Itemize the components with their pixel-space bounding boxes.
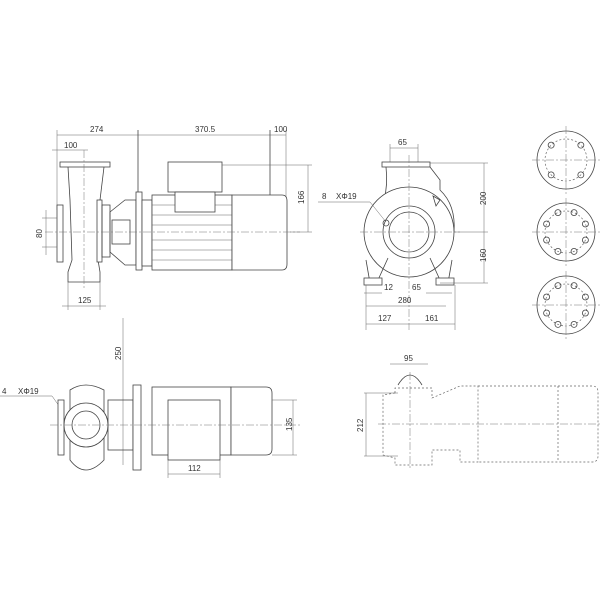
bolt-hole — [554, 248, 562, 255]
holes-note-dia: XΦ19 — [18, 387, 39, 396]
dim-160: 160 — [479, 248, 488, 262]
bolt-hole — [570, 282, 578, 289]
bolt-hole — [543, 220, 550, 228]
holes-note-count: 8 — [322, 192, 327, 201]
bolt-hole — [570, 321, 578, 328]
bolt-hole — [577, 171, 585, 179]
bolt-circle — [544, 283, 588, 327]
bolt-hole — [570, 209, 578, 216]
dim-100-right: 100 — [274, 125, 288, 134]
dim-12: 12 — [384, 283, 393, 292]
bolt-hole — [554, 209, 562, 216]
bolt-hole — [547, 171, 555, 179]
outline-view: 95 212 — [356, 354, 600, 470]
top-view: 250 4 XΦ19 135 112 — [0, 318, 300, 478]
bolt-circle — [544, 138, 588, 182]
bolt-hole — [547, 141, 555, 149]
dim-280: 280 — [398, 296, 412, 305]
dim-200: 200 — [479, 191, 488, 205]
dim-95: 95 — [404, 354, 413, 363]
dim-125: 125 — [78, 296, 92, 305]
dim-127: 127 — [378, 314, 392, 323]
bolt-hole — [554, 282, 562, 289]
dim-250: 250 — [114, 346, 123, 360]
bolt-hole — [582, 220, 589, 228]
dim-135: 135 — [285, 417, 294, 431]
dim-65-top: 65 — [398, 138, 407, 147]
dim-112: 112 — [188, 464, 201, 473]
bolt-hole — [570, 248, 578, 255]
bolt-hole — [582, 293, 589, 301]
bolt-hole — [543, 236, 550, 244]
dim-65-foot: 65 — [412, 283, 421, 292]
front-view: 65 200 160 8 XΦ19 12 65 280 127 161 — [318, 138, 488, 330]
dim-161: 161 — [425, 314, 439, 323]
holes-note-count: 4 — [2, 387, 7, 396]
bolt-hole — [582, 309, 589, 317]
bolt-circle — [544, 210, 588, 254]
dim-274: 274 — [90, 125, 104, 134]
dim-166: 166 — [297, 190, 306, 204]
dim-80: 80 — [35, 229, 44, 238]
bolt-hole — [543, 309, 550, 317]
dim-100-flange: 100 — [64, 141, 78, 150]
side-view: 274 370.5 100 100 80 166 — [35, 125, 312, 310]
bolt-hole — [554, 321, 562, 328]
dim-370-5: 370.5 — [195, 125, 216, 134]
holes-note-dia: XΦ19 — [336, 192, 357, 201]
flange-patterns — [532, 126, 600, 339]
dim-212: 212 — [356, 418, 365, 432]
bolt-hole — [582, 236, 589, 244]
bolt-hole — [543, 293, 550, 301]
bolt-hole — [577, 141, 585, 149]
